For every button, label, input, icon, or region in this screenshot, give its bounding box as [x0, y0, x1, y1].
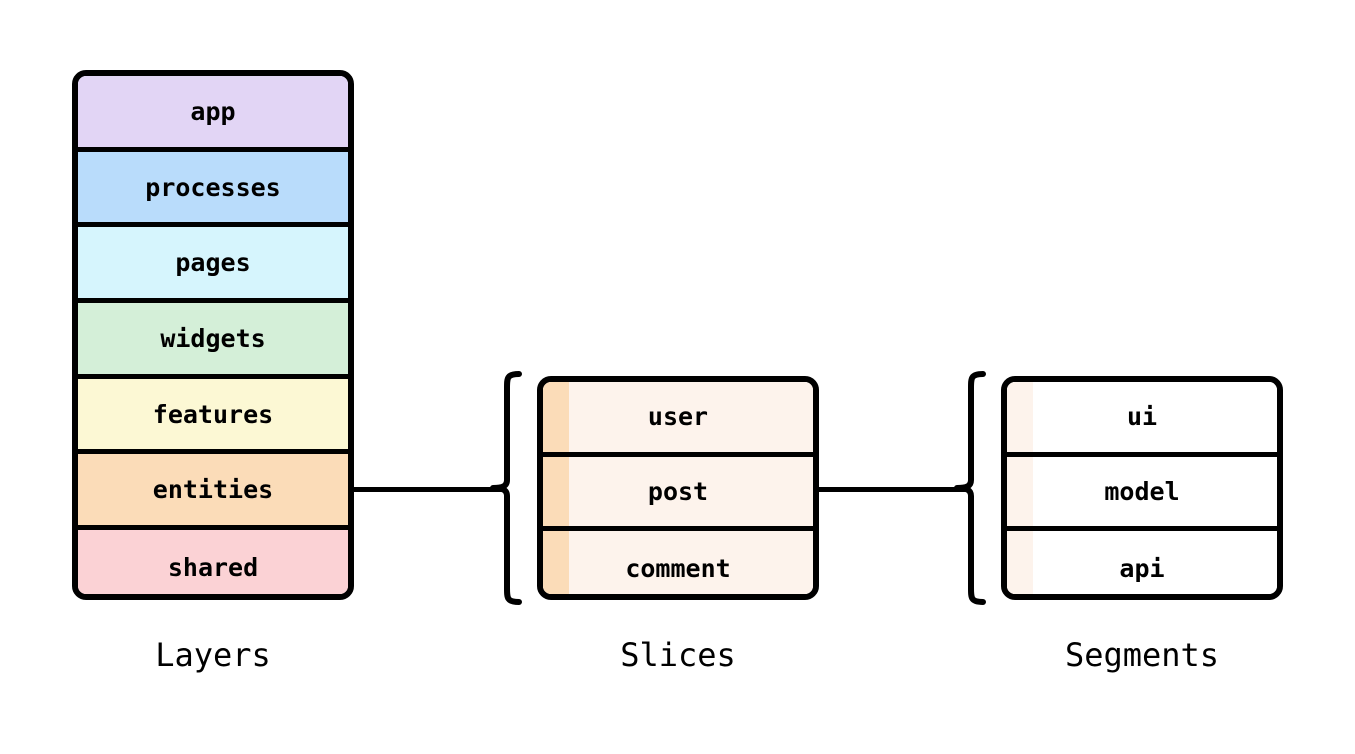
- slices-bracket-icon: [490, 371, 522, 605]
- layer-row-pages[interactable]: pages: [78, 227, 348, 304]
- slice-row-user[interactable]: user: [543, 382, 813, 457]
- segments-stack: ui model api: [1001, 376, 1283, 600]
- slice-label-post: post: [647, 476, 709, 506]
- layer-label-widgets: widgets: [160, 323, 266, 353]
- slice-label-comment: comment: [625, 554, 731, 584]
- layers-stack: app processes pages widgets features ent…: [72, 70, 354, 600]
- segment-row-model[interactable]: model: [1007, 456, 1277, 532]
- slice-stripe: [543, 382, 569, 452]
- layer-row-widgets[interactable]: widgets: [78, 303, 348, 379]
- layer-row-app[interactable]: app: [78, 76, 348, 152]
- layer-row-shared[interactable]: shared: [78, 530, 348, 594]
- layer-label-processes: processes: [145, 172, 281, 202]
- caption-layers: Layers: [155, 636, 271, 674]
- segment-stripe: [1007, 382, 1033, 452]
- segment-label-model: model: [1104, 476, 1180, 506]
- slice-stripe: [543, 531, 569, 594]
- slices-stack: user post comment: [537, 376, 819, 600]
- caption-slices: Slices: [620, 636, 736, 674]
- layer-label-features: features: [152, 399, 274, 429]
- segment-stripe: [1007, 531, 1033, 594]
- slice-row-post[interactable]: post: [543, 456, 813, 532]
- slice-stripe: [543, 456, 569, 527]
- segment-row-ui[interactable]: ui: [1007, 382, 1277, 457]
- connector-slices-to-segments: [818, 487, 970, 492]
- segment-label-ui: ui: [1126, 402, 1158, 432]
- slice-row-comment[interactable]: comment: [543, 531, 813, 594]
- layer-row-features[interactable]: features: [78, 378, 348, 455]
- layer-label-app: app: [190, 96, 236, 126]
- slice-label-user: user: [647, 402, 709, 432]
- layer-label-entities: entities: [152, 475, 274, 505]
- segment-stripe: [1007, 456, 1033, 527]
- segments-bracket-icon: [954, 371, 986, 605]
- layer-label-pages: pages: [175, 248, 251, 278]
- layer-label-shared: shared: [167, 553, 259, 583]
- layer-row-entities[interactable]: entities: [78, 454, 348, 531]
- connector-layers-to-slices: [353, 487, 505, 492]
- segment-label-api: api: [1119, 554, 1165, 584]
- segment-row-api[interactable]: api: [1007, 531, 1277, 594]
- caption-segments: Segments: [1064, 636, 1220, 674]
- layer-row-processes[interactable]: processes: [78, 151, 348, 228]
